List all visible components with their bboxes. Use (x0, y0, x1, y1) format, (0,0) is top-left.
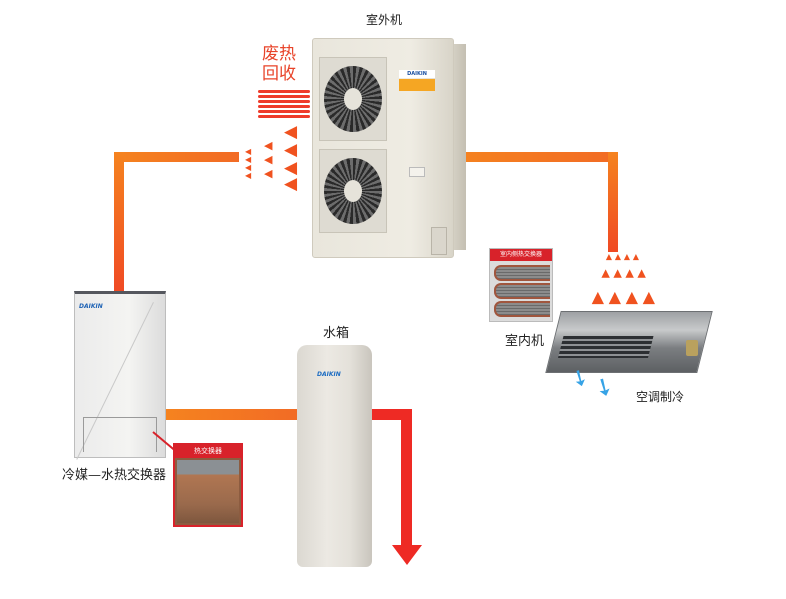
heat-flow-arrow-icon: ◀ (284, 158, 298, 178)
heat-flow-arrow-icon: ◀ (284, 174, 298, 194)
energy-label (399, 79, 435, 91)
pipe-connectors (686, 340, 698, 356)
heat-flow-arrow-icon: ◀ (284, 140, 298, 160)
heat-flow-arrow-icon: ◀ (284, 122, 298, 142)
handle (409, 167, 425, 177)
plate-heat-exchanger-image (177, 460, 239, 523)
indoor-heat-exchanger-title: 室内侧热交换器 (490, 249, 552, 261)
heat-flow-arrow-icon: ▶ (638, 291, 658, 305)
heat-flow-arrow-icon: ▶ (604, 291, 624, 305)
outdoor-unit-side (452, 44, 466, 250)
refrigerant-water-hx-label: 冷媒—水热交换器 (62, 468, 167, 483)
outdoor-unit: DAIKIN (312, 38, 454, 258)
refrigerant-water-heat-exchanger-unit: DAIKIN (74, 291, 166, 460)
fan-icon (319, 149, 387, 233)
pipe-tank-outflow-vertical (401, 409, 412, 547)
pipe-hydrobox-to-tank (164, 409, 299, 420)
heat-flow-arrow-icon: ▶ (622, 253, 632, 261)
coil-icon (494, 301, 550, 317)
coil-icon (494, 265, 550, 281)
heat-flow-arrow-icon: ▶ (621, 291, 641, 305)
heat-exchanger-callout-title: 热交换器 (175, 445, 241, 458)
heat-flow-arrow-icon: ◀ (245, 163, 252, 172)
heat-flow-arrow-icon: ▶ (622, 269, 636, 278)
heat-flow-arrow-icon: ▶ (598, 269, 612, 278)
brand-logo: DAIKIN (79, 303, 103, 310)
pipe-tank-outflow-horizontal (372, 409, 412, 420)
heat-flow-arrow-icon: ◀ (264, 167, 273, 180)
water-outflow-arrow-icon (392, 545, 422, 565)
brand-logo: DAIKIN (317, 371, 341, 378)
pipe-outdoor-to-hydrobox-vertical (114, 152, 124, 292)
brand-logo: DAIKIN (399, 70, 435, 78)
valve-cover (431, 227, 447, 255)
fan-icon (319, 57, 387, 141)
heat-flow-arrow-icon: ◀ (245, 155, 252, 164)
indoor-heat-exchanger-callout: 室内侧热交换器 (489, 248, 553, 322)
pipe-outdoor-to-indoor-horizontal (452, 152, 618, 162)
heat-flow-arrow-icon: ▶ (634, 269, 648, 278)
heat-flow-arrow-icon: ▶ (587, 291, 607, 305)
water-tank: DAIKIN (297, 345, 372, 567)
heat-flow-arrow-icon: ◀ (245, 147, 252, 156)
heat-flow-arrow-icon: ▶ (610, 269, 624, 278)
indoor-unit-label: 室内机 (505, 334, 545, 349)
heat-flow-arrow-icon: ▶ (631, 253, 641, 261)
heat-flow-arrow-icon: ◀ (264, 153, 273, 166)
waste-heat-label: 废热 回收 (262, 44, 296, 84)
front-panel (83, 417, 157, 452)
heat-flow-arrow-icon: ◀ (245, 171, 252, 180)
pipe-outdoor-to-hydrobox-horizontal (114, 152, 239, 162)
outdoor-unit-label: 室外机 (366, 13, 403, 27)
ac-cooling-label: 空调制冷 (636, 390, 685, 404)
water-tank-label: 水箱 (323, 326, 350, 341)
heat-exchanger-callout: 热交换器 (173, 443, 243, 527)
heat-flow-arrow-icon: ▶ (604, 253, 614, 261)
heat-flow-arrow-icon: ◀ (264, 139, 273, 152)
waste-heat-wave-icon (258, 90, 310, 120)
cool-airflow-arrow-icon: ➘ (588, 369, 620, 405)
pipe-outdoor-to-indoor-vertical (608, 152, 618, 252)
heat-flow-arrow-icon: ▶ (613, 253, 623, 261)
coil-icon (494, 283, 550, 299)
air-outlet-grille (558, 336, 654, 358)
